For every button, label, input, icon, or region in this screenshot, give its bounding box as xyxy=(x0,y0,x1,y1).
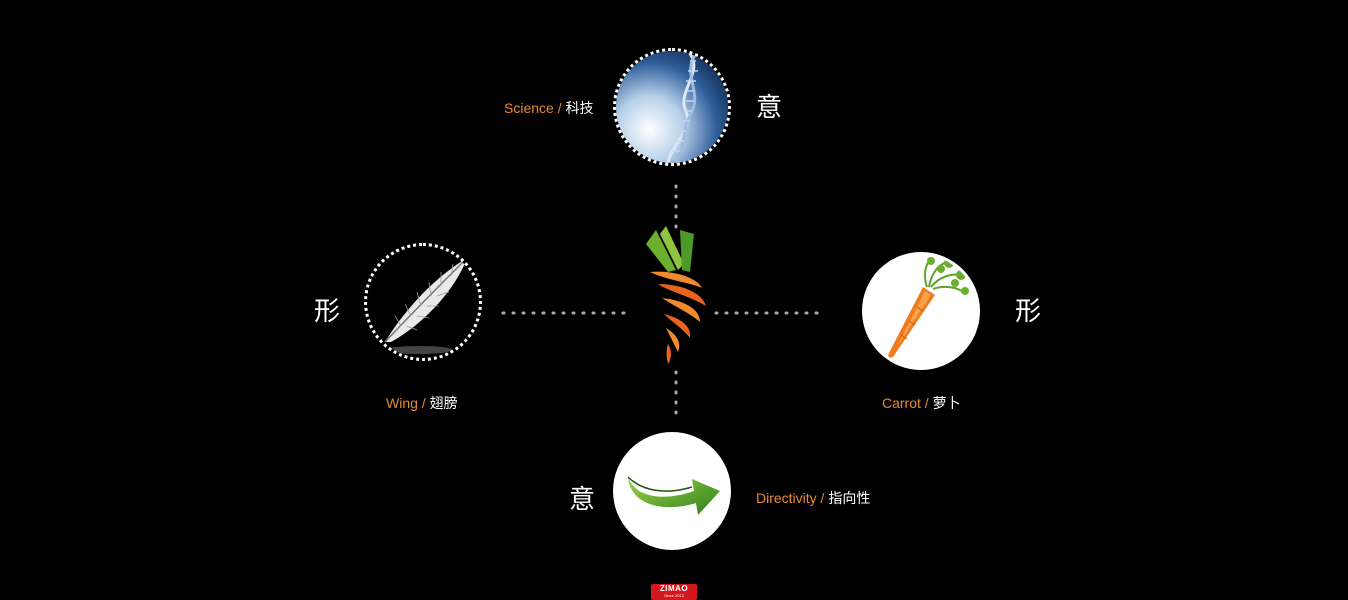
science-label-zh: 科技 xyxy=(565,101,593,117)
marker-right: 形 xyxy=(1015,298,1041,326)
curved-arrow-icon xyxy=(616,435,728,547)
carrot-node xyxy=(862,252,980,370)
directivity-label: Directivity / 指向性 xyxy=(756,490,870,507)
science-label-en: Science / xyxy=(504,100,565,116)
dna-icon xyxy=(616,51,728,163)
wing-label-en: Wing / xyxy=(386,395,430,411)
brand-since: Since 2012 xyxy=(651,593,697,598)
marker-top: 意 xyxy=(756,94,782,122)
carrot-label-en: Carrot / xyxy=(882,395,933,411)
marker-bottom: 意 xyxy=(569,486,595,514)
carrot-icon xyxy=(865,255,977,367)
wing-label-zh: 翅膀 xyxy=(430,396,458,412)
science-node xyxy=(613,48,731,166)
feather-icon xyxy=(367,246,479,358)
marker-left: 形 xyxy=(314,298,340,326)
carrot-label: Carrot / 萝卜 xyxy=(882,395,961,412)
wing-node xyxy=(364,243,482,361)
directivity-label-zh: 指向性 xyxy=(828,491,870,507)
brand-name: ZIMAO xyxy=(651,584,697,593)
directivity-label-en: Directivity / xyxy=(756,490,828,506)
science-label: Science / 科技 xyxy=(504,100,593,117)
carrot-label-zh: 萝卜 xyxy=(933,396,961,412)
wing-label: Wing / 翅膀 xyxy=(386,395,458,412)
carrot-logo xyxy=(640,226,712,366)
brand-badge: ZIMAO Since 2012 xyxy=(651,584,697,600)
directivity-node xyxy=(613,432,731,550)
